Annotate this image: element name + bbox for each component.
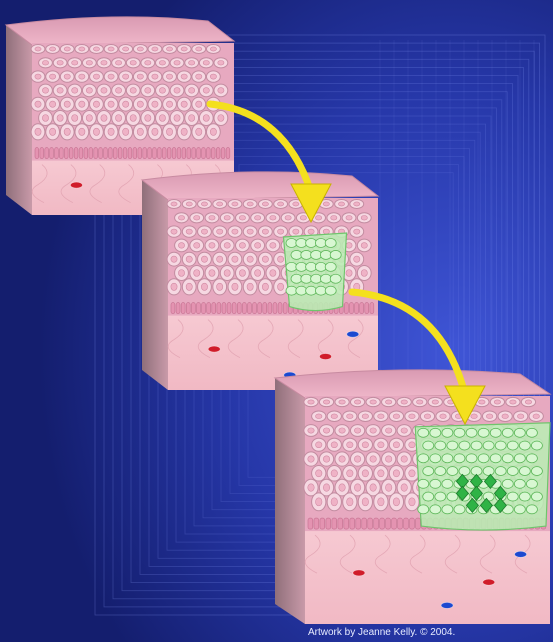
tissue-block-early bbox=[142, 172, 378, 390]
block-top-surface bbox=[275, 370, 550, 398]
lesion-small bbox=[284, 233, 347, 311]
block-side-face bbox=[142, 180, 168, 390]
lesion-large bbox=[415, 423, 550, 530]
block-top-surface bbox=[6, 17, 234, 45]
block-top-surface bbox=[142, 172, 378, 200]
block-side-face bbox=[275, 378, 305, 624]
tissue-block-advanced bbox=[275, 370, 550, 624]
dermis-layer bbox=[305, 531, 550, 624]
artwork-credit: Artwork by Jeanne Kelly. © 2004. bbox=[308, 627, 455, 638]
block-side-face bbox=[6, 25, 32, 215]
